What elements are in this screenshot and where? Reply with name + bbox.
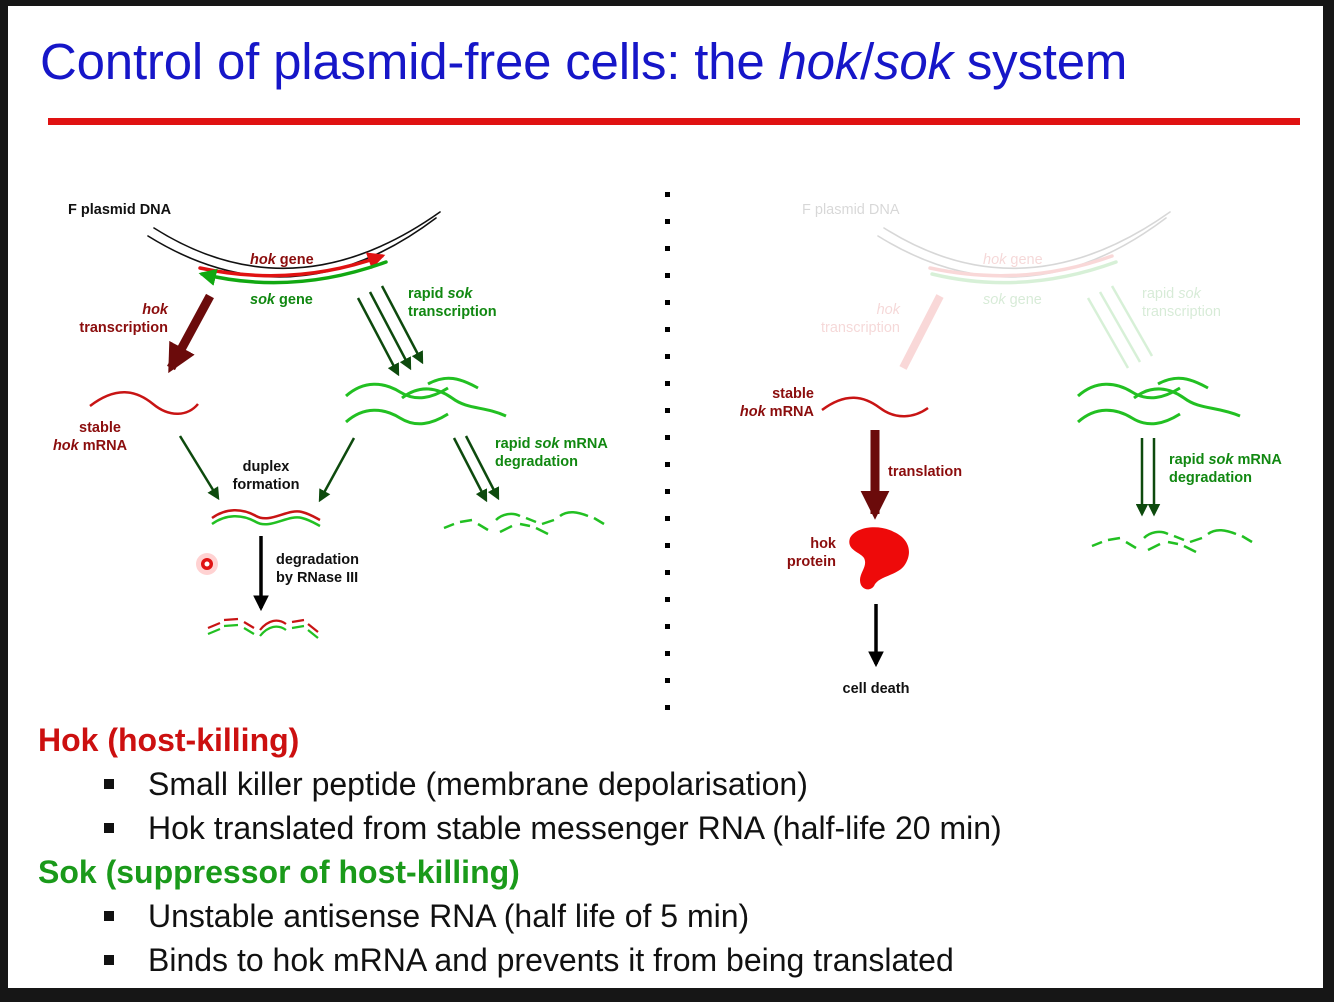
- bullet-square: [104, 954, 114, 965]
- sok-rna-transcripts: [1077, 376, 1241, 426]
- hok-protein-shape: [849, 527, 909, 590]
- degraded-duplex-fragments: [207, 617, 319, 639]
- hok-gene-label-faded: hok gene: [983, 252, 1043, 268]
- panel-separator: [665, 192, 670, 710]
- hok-transcription-arrow: [167, 293, 214, 374]
- cursor-indicator: [196, 553, 218, 575]
- hok-bullet-1: Small killer peptide (membrane depolaris…: [104, 766, 808, 803]
- slide: Control of plasmid-free cells: the hok/s…: [8, 6, 1323, 988]
- bullet-square: [104, 910, 114, 921]
- hok-to-duplex-arrow: [178, 435, 220, 501]
- cell-death-label: cell death: [843, 681, 910, 697]
- degraded-sok-fragments: [443, 511, 605, 536]
- translation-label: translation: [888, 464, 962, 480]
- bullet-square: [104, 778, 114, 789]
- sok-bullet-1: Unstable antisense RNA (half life of 5 m…: [104, 898, 749, 935]
- hok-gene-label: hok gene: [250, 252, 314, 268]
- plasmid-dna: [147, 211, 441, 286]
- rapid-sok-transcription-arrows: [356, 285, 424, 377]
- hok-bullet-2: Hok translated from stable messenger RNA…: [104, 810, 1002, 847]
- plasmid-label: F plasmid DNA: [68, 202, 172, 218]
- rapid-sok-degradation-arrows: [452, 435, 500, 503]
- sok-bullet-2: Binds to hok mRNA and prevents it from b…: [104, 942, 954, 979]
- hok-heading: Hok (host-killing): [38, 722, 300, 758]
- plasmid-label-faded: F plasmid DNA: [802, 202, 900, 218]
- sok-heading: Sok (suppressor of host-killing): [38, 854, 520, 890]
- slide-title: Control of plasmid-free cells: the hok/s…: [40, 33, 1128, 90]
- stable-hok-mrna: [89, 391, 199, 415]
- sok-gene-label: sok gene: [250, 292, 313, 308]
- bullet-square: [104, 822, 114, 833]
- sok-to-duplex-arrow: [318, 437, 356, 503]
- title-underline: [48, 118, 1300, 125]
- sok-rna-transcripts: [345, 376, 507, 426]
- sok-gene-label-faded: sok gene: [983, 292, 1042, 308]
- rapid-sok-degradation-arrows: [1135, 438, 1161, 517]
- stable-hok-mrna: [821, 396, 929, 418]
- hok-sok-duplex: [211, 509, 321, 528]
- degraded-sok-fragments: [1091, 529, 1253, 554]
